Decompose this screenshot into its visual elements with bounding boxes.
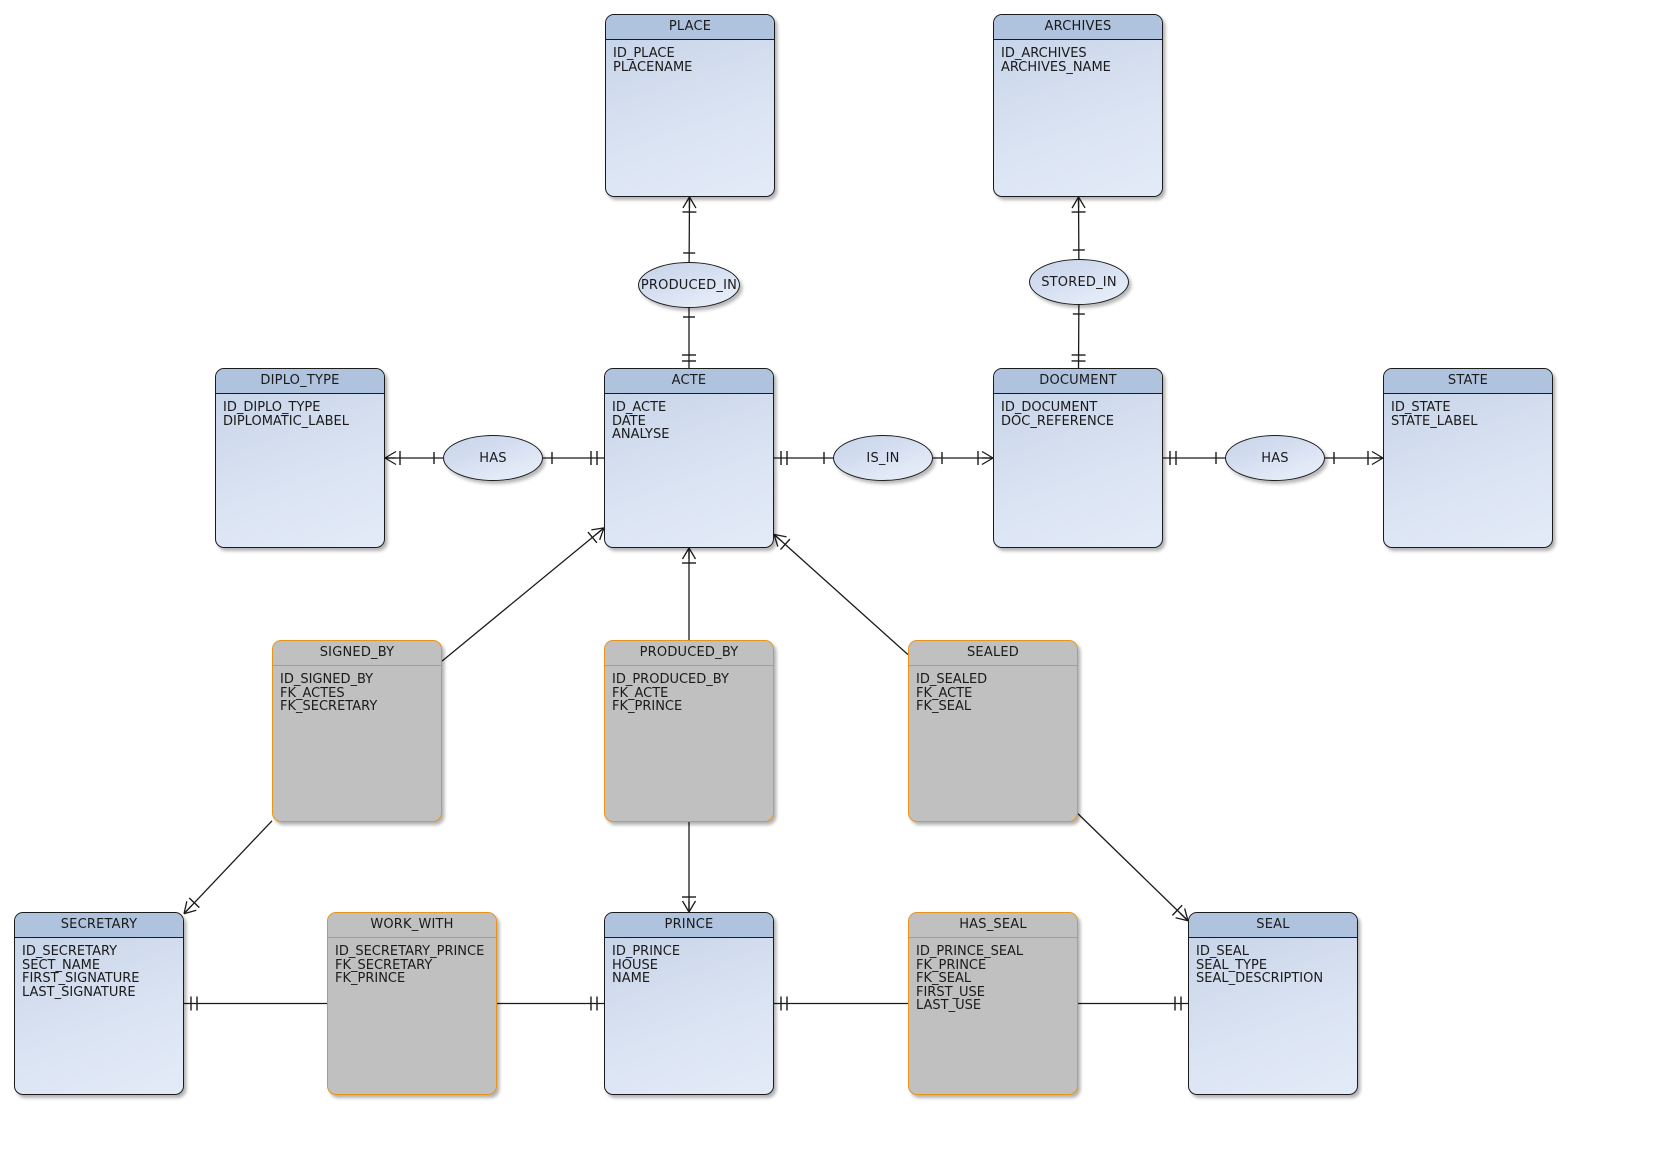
relationship-label: IS_IN [866, 450, 900, 466]
attribute: FK_ACTE [916, 685, 973, 701]
attribute: FIRST_USE [916, 984, 986, 1000]
attribute: NAME [612, 971, 651, 987]
attribute: ID_SECRETARY [22, 944, 118, 959]
attribute: FK_PRINCE [612, 699, 683, 715]
entity-title: PRODUCED_BY [605, 641, 773, 666]
entity-title: STATE [1384, 369, 1552, 394]
attribute: ANALYSE [612, 427, 670, 443]
attribute: FK_ACTE [612, 685, 669, 701]
attribute: LAST_SIGNATURE [22, 984, 136, 1000]
entity-title: WORK_WITH [328, 913, 496, 938]
entity-title: DIPLO_TYPE [216, 369, 384, 394]
attribute: FK_SEAL [916, 971, 972, 987]
attribute: SEAL_DESCRIPTION [1196, 971, 1324, 987]
attribute: LAST_USE [916, 998, 982, 1014]
attribute: DATE [612, 413, 646, 429]
attribute: ID_PLACE [613, 46, 675, 61]
entity-title: DOCUMENT [994, 369, 1162, 394]
relationship-has_diplo[interactable]: HAS [443, 435, 543, 481]
attribute: SEAL_TYPE [1196, 957, 1268, 973]
relationship-label: HAS [1261, 450, 1289, 466]
attribute: ID_PRINCE [612, 944, 681, 959]
attribute: ID_PRODUCED_BY [612, 672, 729, 687]
entity-title: SECRETARY [15, 913, 183, 938]
attribute: ID_STATE [1391, 400, 1451, 415]
attribute: ID_PRINCE_SEAL [916, 944, 1024, 959]
attribute: HOUSE [612, 957, 658, 973]
attribute: ID_ARCHIVES [1001, 46, 1087, 61]
attribute: ID_DOCUMENT [1001, 400, 1098, 415]
attribute: FK_SEAL [916, 699, 972, 715]
relationship-produced_in[interactable]: PRODUCED_IN [638, 262, 740, 308]
attribute: FK_ACTES [280, 685, 345, 701]
attribute: STATE_LABEL [1391, 413, 1478, 429]
attribute: ID_SIGNED_BY [280, 672, 374, 687]
attribute: DIPLOMATIC_LABEL [223, 413, 349, 429]
relationship-has_state[interactable]: HAS [1225, 435, 1325, 481]
entity-title: PLACE [606, 15, 774, 40]
attribute: FK_PRINCE [335, 971, 406, 987]
attribute: FK_SECRETARY [280, 699, 378, 715]
attribute: ID_SEALED [916, 672, 988, 687]
attribute: SECT_NAME [22, 957, 101, 973]
entity-title: SEAL [1189, 913, 1357, 938]
entity-title: HAS_SEAL [909, 913, 1077, 938]
attribute: FK_PRINCE [916, 957, 987, 973]
attribute: FK_SECRETARY [335, 957, 433, 973]
entity-title: SIGNED_BY [273, 641, 441, 666]
relationship-label: STORED_IN [1041, 274, 1117, 290]
attribute: ARCHIVES_NAME [1001, 59, 1111, 75]
relationship-is_in[interactable]: IS_IN [833, 435, 933, 481]
attribute: ID_SECRETARY_PRINCE [335, 944, 485, 959]
attribute: ID_ACTE [612, 400, 667, 415]
attribute: DOC_REFERENCE [1001, 413, 1115, 429]
attribute: ID_DIPLO_TYPE [223, 400, 321, 415]
entity-title: PRINCE [605, 913, 773, 938]
entity-title: ARCHIVES [994, 15, 1162, 40]
relationship-label: HAS [479, 450, 507, 466]
entity-title: SEALED [909, 641, 1077, 666]
attribute: ID_SEAL [1196, 944, 1249, 959]
entity-title: ACTE [605, 369, 773, 394]
attribute: PLACENAME [613, 59, 693, 75]
relationship-label: PRODUCED_IN [640, 277, 738, 293]
relationship-stored_in[interactable]: STORED_IN [1029, 259, 1129, 305]
attribute: FIRST_SIGNATURE [22, 971, 140, 987]
